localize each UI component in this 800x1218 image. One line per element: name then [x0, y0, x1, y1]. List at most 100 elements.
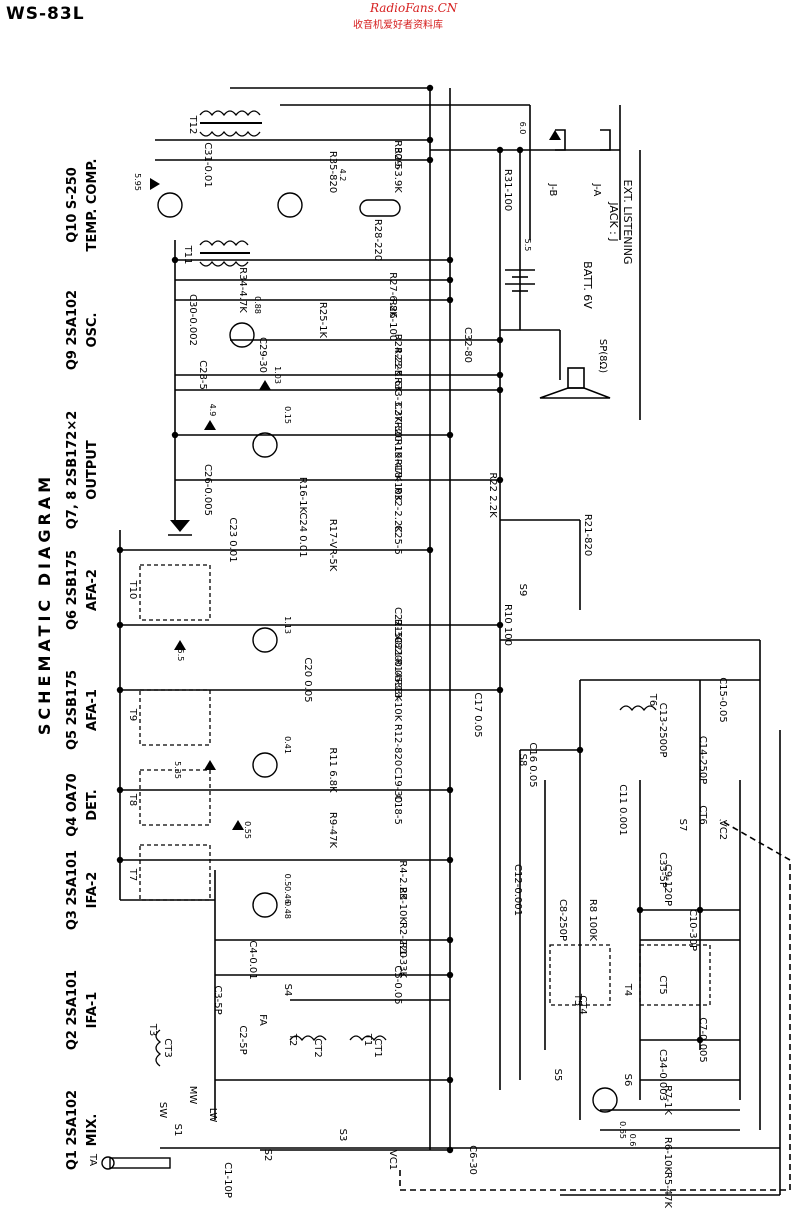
misc-label: VC1	[387, 1150, 398, 1170]
stage-transistor: Q2 2SA101	[65, 970, 80, 1050]
capacitor-label: C27-30	[392, 402, 403, 438]
stage-transistor: Q7, 8 2SB172×2	[65, 411, 80, 530]
transformer-label: T1	[362, 1033, 373, 1046]
power-output-symbols	[505, 129, 611, 399]
band-label: SW	[157, 1102, 168, 1118]
stage-function: TEMP. COMP.	[85, 159, 100, 252]
resistor-label: R6-10K	[662, 1137, 673, 1174]
misc-label: CT2	[312, 1038, 323, 1057]
misc-label: S7	[677, 819, 688, 832]
misc-label: CT3	[162, 1038, 173, 1057]
stage-function: OSC.	[85, 313, 100, 348]
band-label: LW	[207, 1108, 218, 1123]
watermark-chinese: 收音机爱好者资料库	[353, 20, 443, 31]
resistor-label: R12-820	[392, 724, 403, 766]
capacitor-label: C29-30	[257, 337, 268, 373]
capacitor-label: C14-250P	[697, 736, 708, 784]
speaker-label: SP(8Ω)	[597, 339, 608, 373]
jack-contact-a: J-A	[591, 183, 602, 197]
transformer-label: T2	[287, 1033, 298, 1046]
capacitor-label: C4-0.01	[247, 940, 258, 979]
resistor-label: R13-10K	[392, 679, 403, 722]
voltage-label: 1.13	[283, 616, 292, 634]
band-label: MW	[187, 1086, 198, 1105]
transistor-symbols	[157, 192, 618, 1113]
capacitor-label: C3-5P	[212, 985, 223, 1014]
capacitor-label: C15-0.05	[717, 677, 728, 723]
stage-function: AFA-2	[85, 569, 100, 611]
transformer-label: T5	[572, 993, 583, 1006]
misc-label: S8	[517, 754, 528, 767]
voltage-label: 0.48	[283, 901, 292, 919]
junction-dots	[116, 84, 704, 1154]
capacitor-label: C30-0.002	[187, 294, 198, 346]
voltage-label: 6.0	[518, 122, 527, 135]
capacitor-label: C25-5	[392, 525, 403, 555]
capacitor-label: C2-5P	[237, 1025, 248, 1054]
voltage-label: 0.5	[283, 874, 292, 887]
misc-label: CT5	[657, 975, 668, 994]
stage-transistor: Q6 2SB175	[65, 550, 80, 630]
resistor-label: R32-2.2K	[392, 487, 403, 533]
capacitor-label: C12-0.001	[512, 864, 523, 916]
resistor-label: R16-1K	[297, 477, 308, 514]
voltage-label: 1.03	[273, 366, 282, 384]
transformer-label: T4	[622, 983, 633, 996]
capacitor-label: C31-0.01	[202, 142, 213, 188]
stage-transistor: Q4 OA70	[65, 773, 80, 836]
thermistor-q10	[359, 199, 401, 217]
voltage-arrows	[150, 130, 561, 830]
capacitor-label: C20 0.05	[302, 657, 313, 702]
capacitor-label: C34-0.003	[657, 1049, 668, 1101]
capacitor-label: C8-250P	[557, 899, 568, 941]
transformer-label: T9	[127, 708, 138, 721]
stage-transistor: Q3 2SA101	[65, 850, 80, 930]
resistor-label: R31-100	[502, 169, 513, 211]
transformer-label: T11	[182, 245, 193, 265]
resistor-label: R4-2.2K	[397, 860, 408, 900]
wiring	[119, 87, 791, 1196]
capacitor-label: C1-10P	[222, 1162, 233, 1198]
resistor-label: R5-47K	[662, 1172, 673, 1209]
misc-label: S5	[552, 1069, 563, 1082]
model-number: WS-83L	[6, 4, 85, 24]
capacitor-label: C11 0.001	[617, 784, 628, 836]
voltage-label: 5.35	[173, 761, 182, 779]
misc-label: S4	[282, 984, 293, 997]
resistor-label: R1-33K	[397, 942, 408, 979]
misc-label: FA	[257, 1014, 268, 1026]
resistor-label: R22 2.2K	[487, 472, 498, 518]
stage-function: DET.	[85, 789, 100, 821]
resistor-label: R24-22K	[392, 334, 403, 377]
voltage-label: 0.15	[283, 406, 292, 424]
resistor-label: R7-1K	[662, 1085, 673, 1115]
capacitor-label: C21-0.05	[392, 637, 403, 683]
resistor-label: R14-33K	[392, 659, 403, 702]
watermark-url: RadioFans.CN	[370, 1, 458, 15]
stage-transistor: Q9 2SA102	[65, 290, 80, 370]
capacitor-label: C18-5	[392, 795, 403, 825]
voltage-label: 5.95	[133, 173, 142, 191]
misc-label: CT6	[697, 805, 708, 824]
resistor-label: R33-3.3K	[392, 377, 403, 423]
capacitor-label: C6-30	[467, 1145, 478, 1175]
misc-label: CT1	[372, 1038, 383, 1057]
jack-contact-b: J-B	[547, 183, 558, 197]
transformer-label: T12	[187, 115, 198, 135]
voltage-label: 0.46	[283, 886, 292, 904]
capacitor-label: C32-80	[462, 327, 473, 363]
resistor-label: R17-VR-5K	[327, 519, 338, 572]
voltage-label: 5.5	[523, 239, 532, 252]
transformer-label: T10	[127, 580, 138, 600]
resistor-label: R26-100	[387, 299, 398, 341]
voltage-label: 0.65	[618, 1121, 627, 1139]
resistor-label: R28-220	[372, 219, 383, 261]
voltage-label: 5.5	[176, 649, 185, 662]
resistor-label: R9-47K	[327, 812, 338, 849]
misc-label: S9	[517, 584, 528, 597]
capacitor-label: C17 0.05	[472, 692, 483, 737]
jack-label-2: JACK : J	[607, 201, 620, 241]
voltage-label: 0.88	[253, 296, 262, 314]
resistor-label: R34-4.7K	[237, 267, 248, 313]
